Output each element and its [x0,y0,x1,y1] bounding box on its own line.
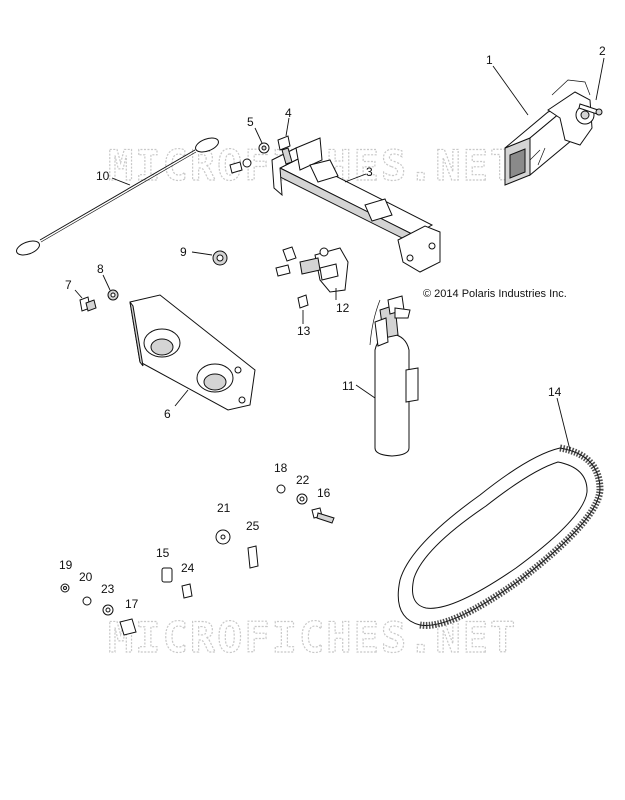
part-5-nut[interactable] [258,142,270,154]
callout-7: 7 [65,278,72,292]
callout-9: 9 [180,245,187,259]
leader-lines [74,57,605,451]
part-22-washer[interactable] [296,493,308,505]
callout-13: 13 [297,324,311,338]
callout-14: 14 [548,385,562,399]
callout-19: 19 [59,558,73,572]
callout-17: 17 [125,597,139,611]
part-4-bolt[interactable] [277,135,293,165]
part-23-washer[interactable] [102,604,114,616]
callout-20: 20 [79,570,93,584]
callout-18: 18 [274,461,288,475]
part-18-nut[interactable] [276,484,286,494]
part-17-bolt[interactable] [119,618,137,636]
part-15-spacer[interactable] [161,567,173,583]
callout-22: 22 [296,473,310,487]
callout-25: 25 [246,519,260,533]
part-25-bolt[interactable] [247,545,259,569]
callout-8: 8 [97,262,104,276]
part-7-bolt[interactable] [79,296,97,312]
part-14-belt[interactable] [397,444,604,629]
callout-2: 2 [599,44,606,58]
callout-11: 11 [342,379,355,393]
callout-24: 24 [181,561,195,575]
callout-16: 16 [317,486,331,500]
callout-3: 3 [366,165,373,179]
part-8-nut[interactable] [107,289,119,301]
callout-15: 15 [156,546,170,560]
part-6-tray[interactable] [129,294,256,411]
part-11-fire-extinguisher[interactable] [369,295,419,457]
callout-10: 10 [96,169,110,183]
part-3-mount-bracket[interactable] [271,137,441,273]
callout-4: 4 [285,106,292,120]
part-13-bolt[interactable] [297,294,309,309]
part-10-cable[interactable] [15,135,221,257]
part-12-hold-down[interactable] [275,246,349,293]
callout-6: 6 [164,407,171,421]
part-2-pin[interactable] [578,103,603,116]
part-20-nut[interactable] [82,596,92,606]
part-1-hitch-receiver[interactable] [504,79,595,186]
part-19-washer[interactable] [60,583,70,593]
callouts: 1 2 3 4 5 6 7 8 9 10 11 12 13 14 15 16 1… [59,44,606,611]
callout-23: 23 [101,582,115,596]
bracket-hardware [229,158,252,174]
callout-1: 1 [486,53,493,67]
part-16-bolt[interactable] [311,507,335,524]
part-9-nut[interactable] [212,250,228,266]
callout-12: 12 [336,301,350,315]
callout-5: 5 [247,115,254,129]
callout-21: 21 [217,501,231,515]
copyright-notice: © 2014 Polaris Industries Inc. [423,288,567,300]
part-21-washer[interactable] [215,529,231,545]
part-24-screw[interactable] [181,583,193,599]
